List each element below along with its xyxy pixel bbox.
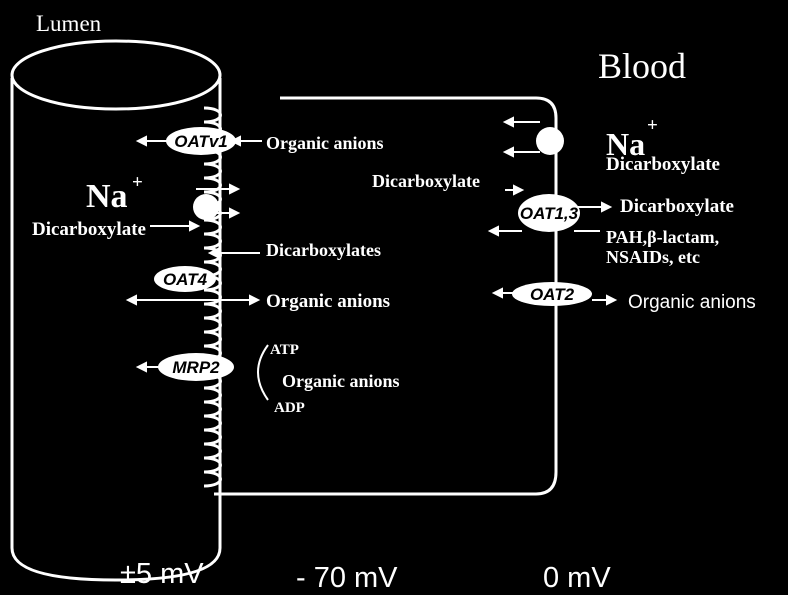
dicarboxylate-right-top-label: Dicarboxylate bbox=[606, 155, 720, 174]
potential-blood: 0 mV bbox=[543, 564, 611, 593]
atp-adp-coupling bbox=[258, 345, 268, 400]
organic-anions-oat4-label: Organic anions bbox=[266, 292, 390, 311]
transporter-mrp2: MRP2 bbox=[158, 353, 234, 381]
substrates-oat13-line1: PAH,β-lactam, bbox=[606, 228, 719, 246]
na-right-charge: + bbox=[647, 116, 658, 135]
na-left-charge: + bbox=[132, 173, 143, 192]
dicarboxylate-into-oat13-label: Dicarboxylate bbox=[372, 172, 480, 190]
na-dicarboxylate-cotransporter-left bbox=[193, 194, 219, 220]
organic-anions-mrp2-label: Organic anions bbox=[282, 372, 400, 390]
substrates-oat13-line2: NSAIDs, etc bbox=[606, 248, 700, 266]
blood-label: Blood bbox=[598, 48, 686, 84]
organic-anions-oatv1-label: Organic anions bbox=[266, 134, 384, 152]
dicarboxylate-left-label: Dicarboxylate bbox=[32, 220, 146, 239]
transporter-oat4: OAT4 bbox=[154, 266, 216, 292]
lumen-cylinder-top bbox=[12, 41, 220, 109]
dicarboxylate-oat13-out-label: Dicarboxylate bbox=[620, 197, 734, 216]
adp-label: ADP bbox=[274, 401, 305, 416]
organic-anions-oat2-label: Organic anions bbox=[628, 293, 756, 312]
potential-cell: - 70 mV bbox=[296, 564, 398, 593]
transporter-oat13: OAT1,3 bbox=[518, 194, 580, 232]
dicarboxylates-oat4-label: Dicarboxylates bbox=[266, 241, 381, 259]
transporter-oat2: OAT2 bbox=[512, 282, 592, 306]
potential-lumen: ±5 mV bbox=[120, 560, 204, 589]
lumen-label: Lumen bbox=[36, 12, 101, 35]
brush-border-coil bbox=[204, 108, 221, 486]
na-dicarboxylate-cotransporter-right bbox=[536, 127, 564, 155]
transporter-oatv1: OATv1 bbox=[166, 127, 236, 155]
atp-label: ATP bbox=[270, 343, 299, 358]
na-left-symbol: Na bbox=[86, 180, 128, 214]
